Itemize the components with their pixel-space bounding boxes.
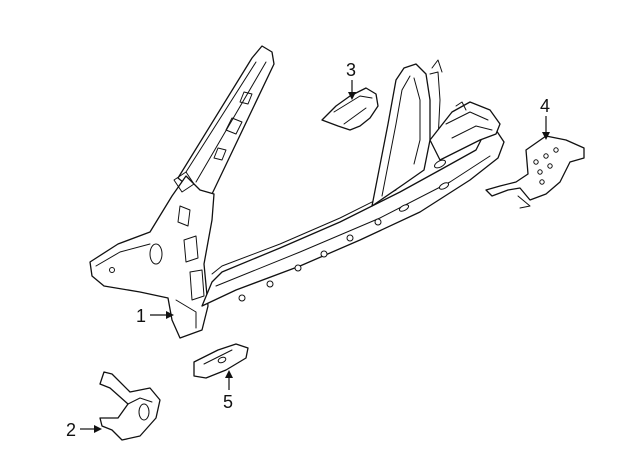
part-2-lower-bracket [99, 371, 161, 441]
callout-number-5: 5 [223, 392, 233, 412]
part-3-upper-bracket [321, 87, 379, 131]
callout-3: 3 [346, 60, 356, 100]
part-4-rear-bracket [485, 135, 585, 209]
callout-4: 4 [540, 96, 550, 140]
part-1-side-body-panel [89, 45, 505, 339]
callout-number-4: 4 [540, 96, 550, 116]
callout-number-3: 3 [346, 60, 356, 80]
callout-number-1: 1 [136, 306, 146, 326]
callout-2: 2 [66, 420, 102, 440]
callout-number-2: 2 [66, 420, 76, 440]
callout-1: 1 [136, 306, 174, 326]
part-5-sill-bracket [193, 343, 249, 379]
callout-5: 5 [223, 370, 233, 412]
